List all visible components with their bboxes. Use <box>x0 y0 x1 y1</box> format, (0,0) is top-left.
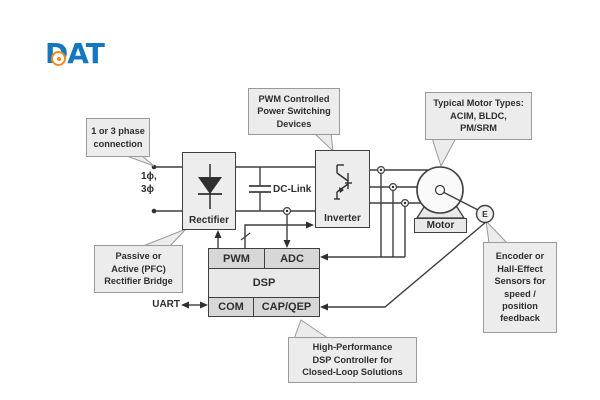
dsp-label: DSP <box>252 277 276 289</box>
inverter-block: Inverter <box>315 150 370 228</box>
callout-line: Active (PFC) <box>111 263 166 274</box>
rectifier-label: Rectifier <box>188 215 229 226</box>
diode-icon <box>198 164 222 209</box>
phase-count-label: 1ϕ, 3ϕ <box>141 171 157 196</box>
motor-label-box: Motor <box>414 218 467 233</box>
callout-line: position <box>502 300 538 311</box>
callout-line: Typical Motor Types: <box>433 98 524 109</box>
callout-rectifier-bridge: Passive or Active (PFC) Rectifier Bridge <box>94 245 183 293</box>
callout-line: PWM Controlled <box>258 93 330 104</box>
callout-line: DSP Controller for <box>312 354 393 365</box>
com-label: COM <box>218 301 244 313</box>
cap-qep-module: CAP/QEP <box>253 297 320 317</box>
com-module: COM <box>208 297 254 317</box>
dsp-controller-block: PWM ADC DSP COM CAP/QEP <box>208 248 320 317</box>
callout-line: Rectifier Bridge <box>104 276 173 287</box>
uart-label: UART <box>152 299 180 310</box>
callout-line: Encoder or <box>495 251 545 262</box>
phase-line-1: 1ϕ, <box>141 171 157 182</box>
callout-line: Sensors for <box>494 276 546 287</box>
callout-pwm-devices: PWM Controlled Power Switching Devices <box>248 88 340 135</box>
encoder-symbol <box>475 204 495 224</box>
signal-arrows <box>181 221 328 311</box>
wires <box>154 166 487 308</box>
callout-line: Closed-Loop Solutions <box>302 367 403 378</box>
callout-encoder-sensors: Encoder or Hall-Effect Sensors for speed… <box>483 242 557 333</box>
callout-line: Passive or <box>115 251 162 262</box>
dc-link-label: DC-Link <box>273 184 312 195</box>
adc-label: ADC <box>280 252 304 265</box>
motor-symbol <box>415 166 481 219</box>
callout-phase-connection: 1 or 3 phase connection <box>86 118 150 157</box>
igbt-transistor-icon <box>334 164 352 200</box>
callout-line: speed / <box>504 288 536 299</box>
inverter-label: Inverter <box>324 213 361 224</box>
rectifier-block: Rectifier <box>182 152 236 230</box>
callout-line: Devices <box>276 118 312 129</box>
encoder-e-label: E <box>482 209 488 219</box>
sensor-node-icons <box>283 166 410 216</box>
callout-line: feedback <box>500 313 540 324</box>
adc-module: ADC <box>264 248 320 269</box>
motor-label: Motor <box>426 220 455 231</box>
callout-line: 1 or 3 phase <box>91 126 145 137</box>
callout-line: ACIM, BLDC, <box>450 110 507 121</box>
callout-line: High-Performance <box>312 342 393 353</box>
pwm-module: PWM <box>208 248 265 269</box>
brand-logo-ring-icon <box>51 51 66 66</box>
callout-dsp-controller: High-Performance DSP Controller for Clos… <box>288 337 417 383</box>
callout-line: PM/SRM <box>460 123 497 134</box>
callout-line: Power Switching <box>257 106 331 117</box>
callout-motor-types: Typical Motor Types: ACIM, BLDC, PM/SRM <box>425 92 532 140</box>
phase-line-2: 3ϕ <box>141 183 155 195</box>
callout-line: Hall-Effect <box>497 263 543 274</box>
dc-link-capacitor-icon <box>249 185 271 193</box>
pwm-label: PWM <box>223 252 250 265</box>
callout-line: connection <box>93 138 143 149</box>
cap-qep-label: CAP/QEP <box>261 301 312 313</box>
dsp-core: DSP <box>208 268 320 298</box>
